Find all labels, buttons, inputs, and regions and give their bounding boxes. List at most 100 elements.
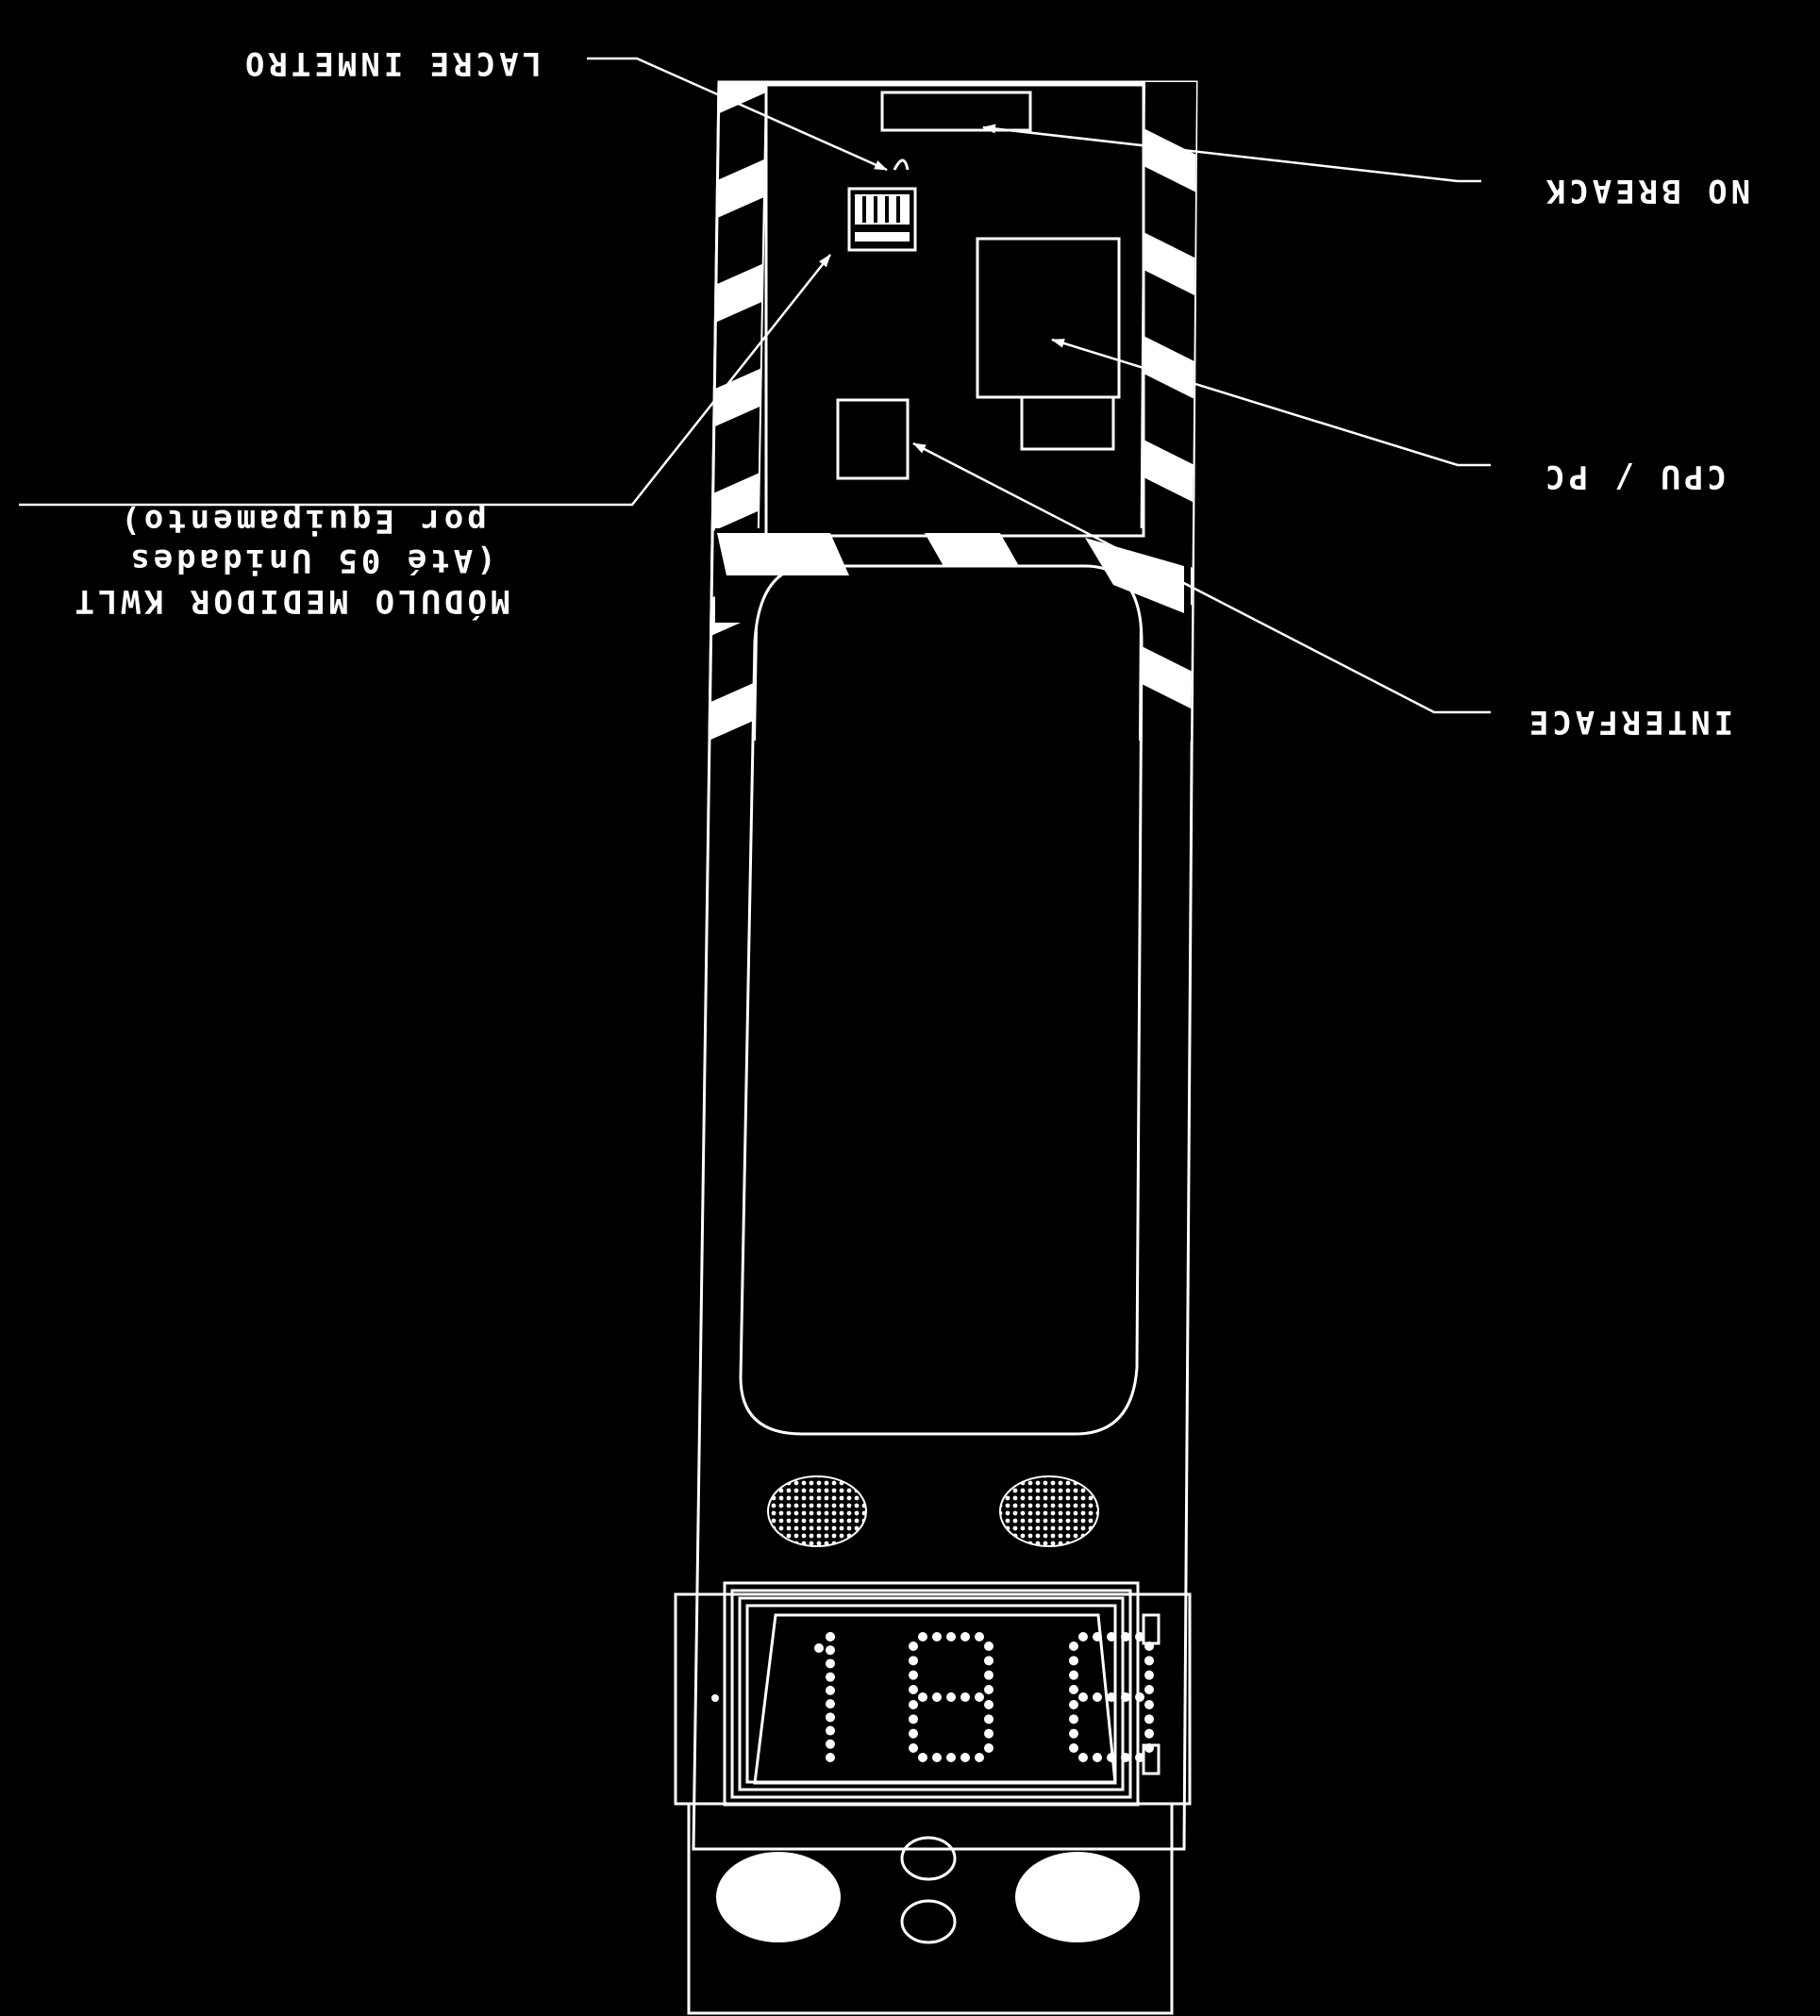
interface-unit bbox=[836, 398, 910, 480]
display-digit-2 bbox=[1069, 1728, 1078, 1739]
kwlt-meter-module bbox=[847, 187, 917, 252]
display-digit-2 bbox=[1144, 1670, 1154, 1680]
label-interface: INTERFACE bbox=[1526, 703, 1733, 741]
button-left bbox=[716, 1852, 841, 1942]
display-digit-0 bbox=[826, 1645, 835, 1656]
display-digit-1 bbox=[960, 1692, 970, 1702]
display-digit-2 bbox=[1093, 1753, 1102, 1762]
display-digit-2 bbox=[1093, 1692, 1102, 1702]
base-panel bbox=[687, 1802, 1174, 2015]
display-digit-2 bbox=[1069, 1743, 1078, 1753]
indicator-top bbox=[900, 1836, 957, 1881]
display-digit-1 bbox=[909, 1670, 918, 1680]
display-digit-2 bbox=[1135, 1692, 1144, 1702]
display-digit-1 bbox=[946, 1753, 956, 1762]
display-digit-0 bbox=[826, 1632, 835, 1641]
display-digit-1 bbox=[918, 1692, 927, 1702]
button-right bbox=[1015, 1852, 1140, 1942]
display-digit-2 bbox=[1069, 1641, 1078, 1651]
speaker-right bbox=[999, 1475, 1099, 1547]
label-modulo-line2: (Até 05 Unidades bbox=[126, 541, 496, 579]
display-screw bbox=[711, 1694, 719, 1702]
display-digit-0 bbox=[826, 1685, 835, 1695]
display-digit-2 bbox=[1069, 1700, 1078, 1709]
display-digit-0 bbox=[826, 1658, 835, 1669]
display-digit-2 bbox=[1107, 1692, 1116, 1702]
display-digit-2 bbox=[1144, 1728, 1154, 1739]
display-digit-1 bbox=[946, 1632, 956, 1641]
display-digit-1 bbox=[918, 1632, 927, 1641]
indicator-bottom bbox=[900, 1899, 957, 1944]
display-digit-2 bbox=[1144, 1641, 1154, 1651]
display-digit-1 bbox=[984, 1700, 993, 1709]
display-digit-1 bbox=[909, 1641, 918, 1651]
display-digit-1 bbox=[909, 1656, 918, 1666]
leader-modulo bbox=[19, 254, 831, 507]
display-digit-1 bbox=[932, 1753, 942, 1762]
leader-nobreak bbox=[982, 124, 1481, 183]
leader-interface bbox=[912, 442, 1491, 714]
display-digit-2 bbox=[1078, 1632, 1088, 1641]
display-digit-1 bbox=[909, 1728, 918, 1739]
display-digit-1 bbox=[984, 1728, 993, 1739]
display-digit-1 bbox=[984, 1714, 993, 1724]
display-digit-2 bbox=[1069, 1670, 1078, 1680]
display-digit-0 bbox=[826, 1699, 835, 1709]
leader-lines bbox=[19, 57, 1491, 714]
hazard-stripe-right bbox=[1139, 81, 1196, 741]
hazard-stripe-left bbox=[708, 81, 767, 741]
display-digit-2 bbox=[1144, 1685, 1154, 1694]
display-digit-1 bbox=[984, 1670, 993, 1680]
display-digit-2 bbox=[1069, 1685, 1078, 1694]
label-lacre-inmetro: LACRE INMETRO bbox=[242, 44, 542, 82]
display-digit-1 bbox=[960, 1632, 970, 1641]
label-modulo-line3: por Equipamento) bbox=[117, 502, 487, 540]
label-no-break: NO BREACK bbox=[1543, 172, 1750, 209]
display-digit-1 bbox=[909, 1743, 918, 1753]
display-digit-2 bbox=[1107, 1753, 1116, 1762]
display-digit-1 bbox=[984, 1685, 993, 1694]
display-digit-2 bbox=[1135, 1753, 1144, 1762]
display-digit-2 bbox=[1078, 1753, 1088, 1762]
display-digit-2 bbox=[1069, 1656, 1078, 1666]
display-digit-0 bbox=[814, 1643, 824, 1653]
display-digit-2 bbox=[1078, 1692, 1088, 1702]
display-digit-2 bbox=[1121, 1632, 1130, 1641]
display-digit-1 bbox=[909, 1700, 918, 1709]
display-digit-2 bbox=[1121, 1753, 1130, 1762]
display-digit-1 bbox=[918, 1753, 927, 1762]
hazard-stripe-middle bbox=[715, 528, 1191, 623]
display-digit-0 bbox=[826, 1725, 835, 1736]
leader-lacre bbox=[587, 57, 888, 172]
no-break-unit bbox=[880, 91, 1032, 132]
display-digit-1 bbox=[984, 1656, 993, 1666]
display-digit-0 bbox=[826, 1672, 835, 1682]
dot-matrix-display bbox=[814, 1632, 1154, 1762]
display-digit-2 bbox=[1144, 1656, 1154, 1666]
display-digit-2 bbox=[1144, 1743, 1154, 1753]
display-digit-1 bbox=[975, 1692, 984, 1702]
display-digit-1 bbox=[909, 1685, 918, 1694]
display-digit-1 bbox=[932, 1692, 942, 1702]
display-digit-2 bbox=[1121, 1692, 1130, 1702]
display-digit-1 bbox=[932, 1632, 942, 1641]
display-digit-2 bbox=[1093, 1632, 1102, 1641]
display-digit-2 bbox=[1069, 1714, 1078, 1724]
inmetro-seal bbox=[893, 158, 910, 171]
leader-cpu bbox=[1051, 338, 1491, 467]
label-modulo-line1: MÓDULO MEDIDOR KWLT bbox=[72, 582, 510, 621]
display-digit-1 bbox=[975, 1632, 984, 1641]
display-digit-2 bbox=[1144, 1700, 1154, 1709]
display-digit-2 bbox=[1107, 1632, 1116, 1641]
display-digit-1 bbox=[984, 1641, 993, 1651]
display-digit-1 bbox=[984, 1743, 993, 1753]
display-digit-2 bbox=[1144, 1714, 1154, 1724]
display-digit-1 bbox=[946, 1692, 956, 1702]
top-compartment bbox=[764, 83, 1145, 538]
speaker-left bbox=[767, 1475, 867, 1547]
display-digit-1 bbox=[960, 1753, 970, 1762]
cpu-pc-unit bbox=[976, 237, 1121, 451]
display-digit-0 bbox=[826, 1753, 835, 1762]
display-digit-1 bbox=[909, 1714, 918, 1724]
